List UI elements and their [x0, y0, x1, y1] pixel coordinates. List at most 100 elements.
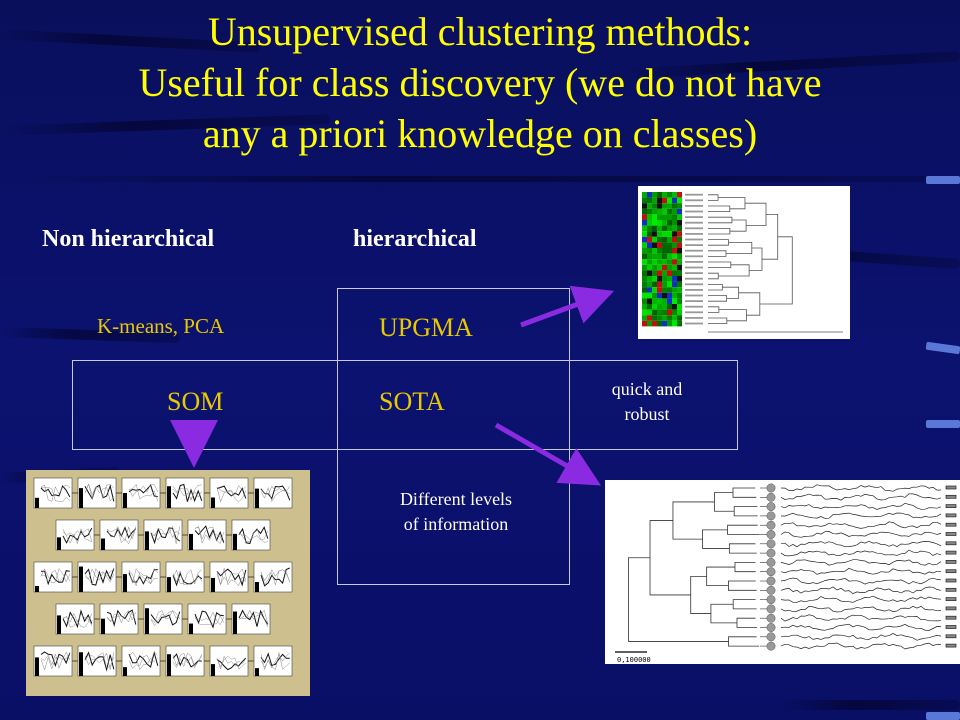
heatmap-cell	[647, 315, 652, 321]
heatmap-cell	[677, 298, 682, 304]
heatmap-cell	[677, 264, 682, 271]
expression-profile	[780, 531, 942, 538]
som-profile-line	[84, 652, 115, 669]
expression-profile	[780, 540, 942, 548]
heatmap-cell	[672, 281, 677, 288]
heatmap-cell	[662, 309, 667, 316]
tree-branch	[734, 562, 756, 573]
heatmap-cell	[657, 208, 662, 215]
expression-profile	[780, 502, 942, 510]
heatmap-cell	[672, 298, 677, 304]
heatmap-cell	[647, 298, 652, 304]
som-profile-line	[106, 525, 137, 542]
cluster-node	[766, 511, 776, 521]
heatmap-cell	[672, 192, 677, 198]
heatmap-cell	[657, 231, 662, 237]
title-line: Unsupervised clustering methods:	[207, 9, 753, 54]
expression-profile	[780, 586, 942, 595]
som-profile-line	[260, 652, 290, 667]
heatmap-cell	[667, 287, 672, 293]
som-profile-line	[150, 610, 181, 627]
heatmap-cell	[652, 298, 657, 304]
dendrogram-branch	[708, 272, 719, 280]
slide-title: Unsupervised clustering methods: Useful …	[0, 6, 960, 159]
gene-label-mark	[685, 322, 703, 325]
cluster-node	[766, 613, 776, 623]
som-profile-line	[238, 609, 269, 627]
heatmap-cell	[652, 214, 657, 220]
heatmap-cell	[677, 259, 682, 265]
heatmap-cell	[667, 304, 672, 310]
som-cell-bar	[145, 531, 149, 550]
som-profile-line	[150, 528, 180, 539]
gene-label-mark	[685, 266, 703, 269]
expression-profile	[780, 633, 942, 641]
heatmap-cell	[677, 270, 682, 276]
heatmap-cell	[677, 248, 682, 254]
heatmap-cell	[647, 192, 652, 198]
profile-value-mark	[945, 578, 957, 583]
heatmap-cell	[667, 315, 672, 321]
expression-profile	[780, 512, 942, 519]
heatmap-cell	[672, 292, 677, 299]
heatmap-cell	[657, 225, 662, 232]
dendrogram-branch	[761, 214, 779, 260]
header-non-hierarchical: Non hierarchical	[42, 226, 215, 252]
heatmap-cell	[657, 320, 662, 327]
heatmap-cell	[657, 264, 662, 271]
heatmap-cell	[667, 197, 672, 204]
dendrogram-branch	[708, 194, 719, 201]
heatmap-cell	[657, 253, 662, 260]
heatmap-cell	[667, 225, 672, 232]
expression-profile	[780, 614, 942, 622]
gene-label-mark	[685, 261, 703, 263]
cluster-node	[766, 530, 776, 539]
som-cell-bar	[255, 582, 259, 592]
profile-value-mark	[945, 550, 957, 555]
som-cell-bar	[145, 608, 149, 634]
profile-value-mark	[945, 643, 957, 648]
som-profile-line	[62, 609, 93, 629]
som-profile-line	[260, 486, 291, 503]
scale-bar-label: 0,100000	[617, 656, 651, 664]
heatmap-cell	[662, 225, 667, 232]
som-cell-bar	[167, 577, 171, 592]
method-upgma: UPGMA	[379, 313, 473, 342]
heatmap-cell	[642, 248, 647, 254]
dendrogram-branch	[708, 250, 727, 257]
som-cell-bar	[79, 652, 83, 676]
expression-profile	[780, 567, 942, 575]
heatmap-cell	[647, 197, 652, 204]
method-sota: SOTA	[379, 387, 445, 416]
som-cell	[121, 477, 161, 509]
gene-label-mark	[685, 233, 703, 235]
som-cell-bar	[167, 654, 171, 676]
dendrogram-branch	[708, 261, 732, 268]
som-cell-bar	[211, 664, 215, 676]
som-profile-line	[62, 527, 92, 545]
heatmap-cells	[642, 192, 682, 327]
dendrogram-branch	[708, 228, 731, 235]
heatmap-cell	[642, 309, 647, 316]
heatmap-cell	[647, 292, 652, 299]
profile-value-mark	[945, 541, 957, 546]
sota-tree-svg: 0,100000	[615, 483, 957, 664]
heatmap-cell	[657, 309, 662, 316]
heatmap-cell	[642, 264, 647, 271]
tree-branch	[728, 580, 757, 591]
heatmap-cell	[677, 192, 682, 198]
heatmap-cell	[652, 309, 657, 316]
profile-value-mark	[945, 606, 957, 611]
gene-label-mark	[685, 283, 703, 286]
som-cell-bar	[123, 667, 127, 676]
heatmap-cell	[662, 270, 667, 276]
som-profile-line	[260, 652, 290, 669]
som-cell	[121, 645, 161, 677]
heatmap-cell	[667, 214, 672, 220]
som-profile-line	[216, 656, 246, 670]
gene-label-mark	[685, 249, 703, 252]
som-profile-line	[128, 567, 158, 587]
som-profile-line	[172, 569, 203, 585]
heatmap-cell	[642, 287, 647, 293]
dendrogram-branch	[718, 264, 750, 277]
